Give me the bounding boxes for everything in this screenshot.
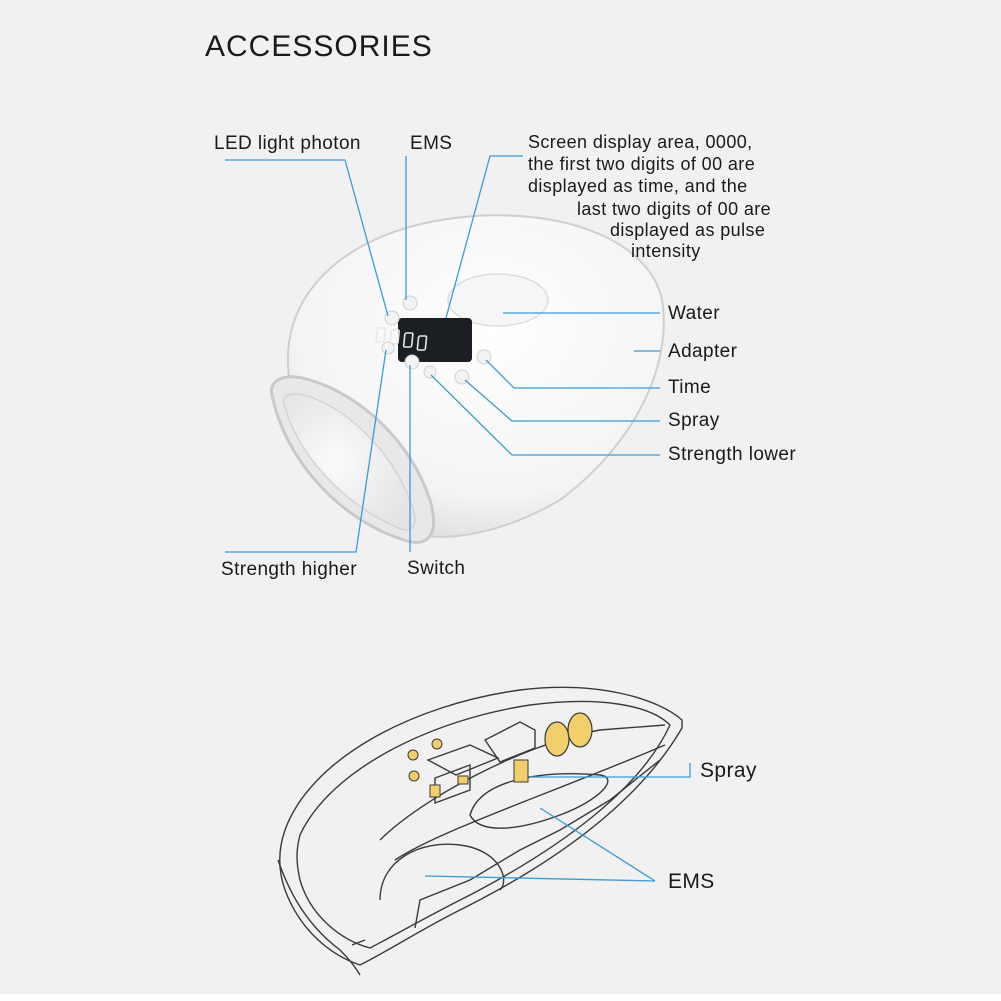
label-screen-line4: last two digits of 00 are — [577, 199, 772, 219]
label-strength-higher: Strength higher — [221, 559, 357, 580]
cutaway-floor — [394, 744, 666, 861]
bottom-strip — [0, 994, 1001, 1001]
leader-time — [485, 359, 660, 389]
display-screen — [398, 318, 472, 362]
leader-screen — [445, 155, 523, 319]
leader-lines-bottom — [424, 763, 691, 882]
label-time: Time — [668, 377, 712, 398]
label-screen-line2: the first two digits of 00 are — [528, 154, 756, 174]
device-top-view — [269, 214, 665, 544]
leader-ems-bottom-2 — [424, 875, 656, 882]
leader-spray — [464, 379, 660, 422]
leader-strength-lower — [430, 374, 660, 456]
ems-button — [402, 295, 418, 311]
label-strength-lower: Strength lower — [668, 444, 797, 465]
label-spray: Spray — [668, 410, 720, 431]
leader-lines-top — [225, 155, 660, 553]
component-disc-1 — [544, 721, 570, 757]
strength-higher-button — [381, 341, 395, 355]
leader-spray-bottom — [530, 763, 691, 778]
label-ems-bottom: EMS — [668, 870, 715, 893]
label-screen-line1: Screen display area, 0000, — [528, 132, 753, 152]
strength-lower-button — [423, 365, 437, 379]
switch-button — [404, 354, 420, 370]
page-title: ACCESSORIES — [205, 30, 433, 63]
cutaway-channel — [414, 759, 661, 929]
cutaway-outer-shell — [279, 686, 683, 966]
label-led-light-photon: LED light photon — [214, 133, 361, 154]
cutaway-bracket — [483, 721, 536, 763]
device-cutaway-view — [277, 686, 683, 976]
label-screen-line6: intensity — [631, 241, 701, 261]
time-button — [476, 349, 492, 365]
display-digits — [375, 327, 428, 351]
leader-strength-higher — [225, 349, 387, 553]
component-chip — [429, 784, 441, 798]
component-disc-2 — [567, 712, 593, 748]
led-button — [384, 310, 400, 326]
label-screen-line5: displayed as pulse — [610, 220, 766, 240]
cutaway-pcb — [426, 744, 500, 776]
label-adapter: Adapter — [668, 341, 738, 362]
label-water: Water — [668, 303, 720, 324]
leader-led — [225, 159, 389, 317]
component-spray-module — [513, 759, 529, 783]
component-led-1 — [407, 749, 419, 761]
component-led-2 — [431, 738, 443, 750]
cutaway-ems-pad — [469, 773, 609, 829]
cutaway-outer-rim — [277, 859, 361, 976]
component-led-3 — [408, 770, 420, 782]
cutaway-inner-shell — [296, 700, 671, 949]
device-opening — [282, 393, 416, 531]
label-screen-line3: displayed as time, and the — [528, 176, 748, 196]
label-ems: EMS — [410, 133, 453, 154]
label-switch: Switch — [407, 558, 466, 579]
cutaway-lower-cavity — [379, 843, 505, 901]
label-spray-bottom: Spray — [700, 759, 757, 782]
component-chip-2 — [457, 775, 469, 785]
leader-ems-bottom-1 — [539, 807, 656, 882]
cutaway-components — [407, 712, 593, 798]
